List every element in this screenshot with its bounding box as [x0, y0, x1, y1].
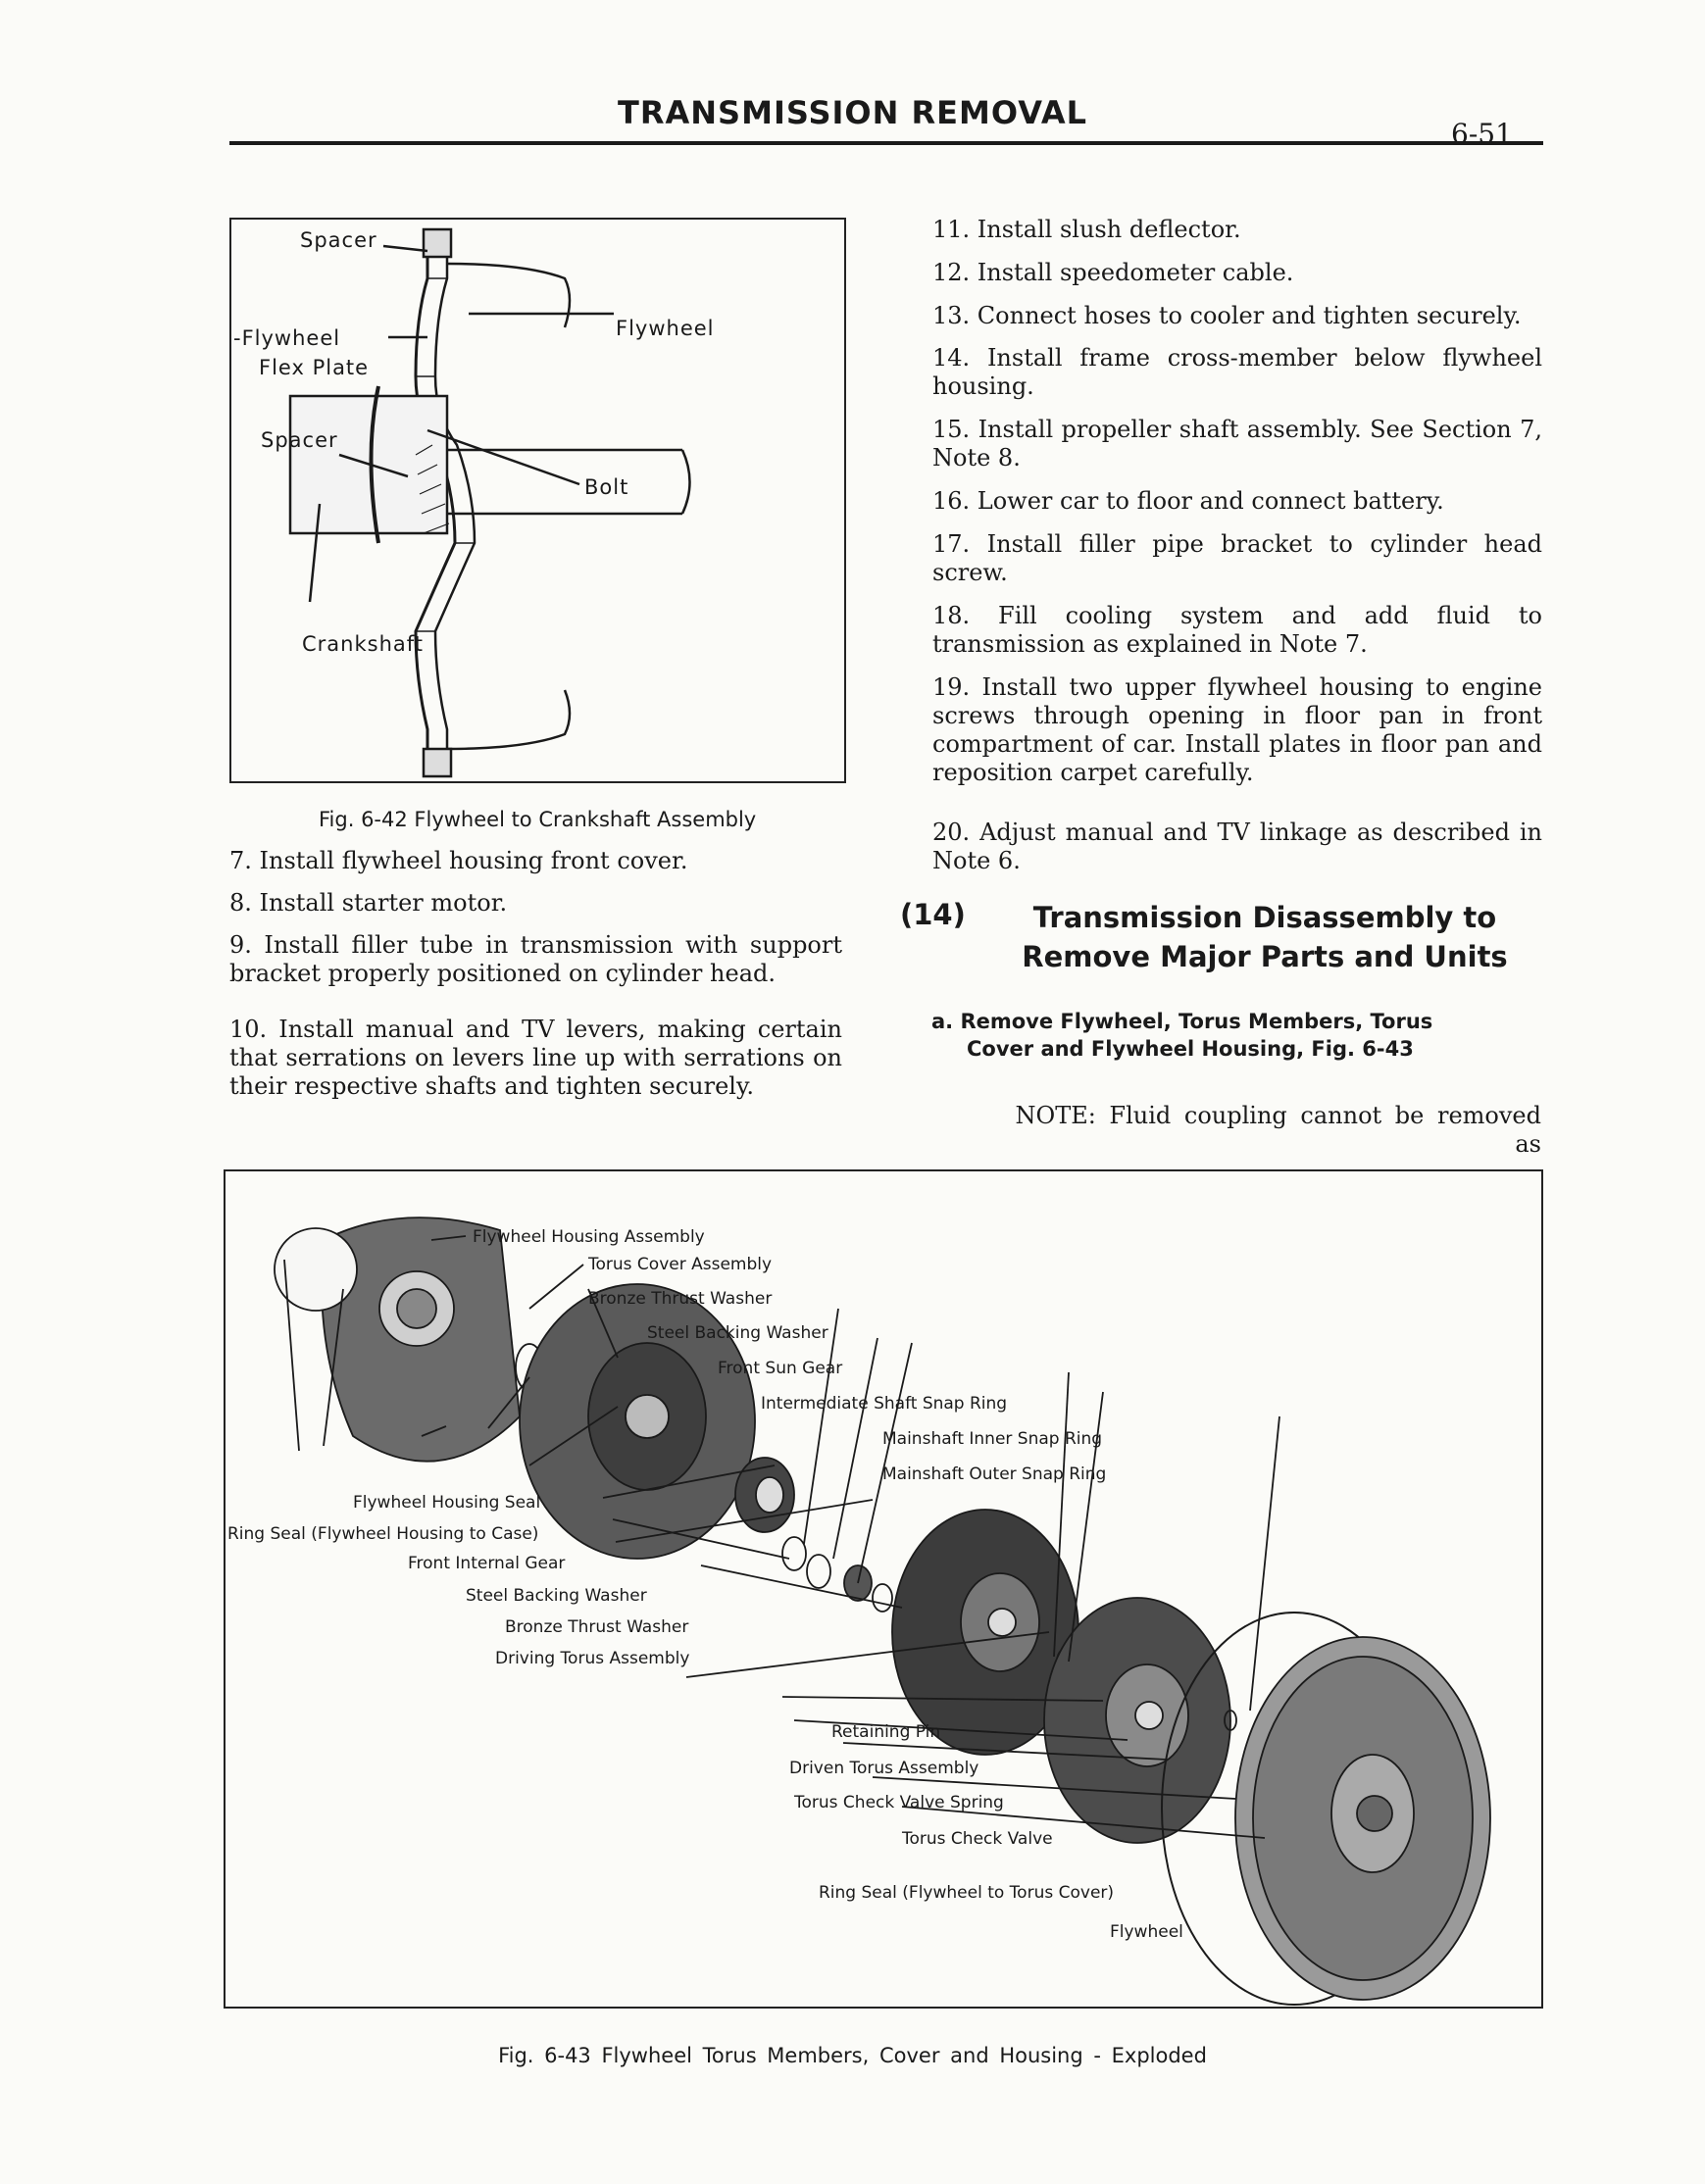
label-steel-backing-washer-top: Steel Backing Washer [647, 1323, 828, 1343]
label-spacer-mid: Spacer [261, 428, 338, 452]
flywheel-crankshaft-diagram: Spacer -Flywheel Flex Plate Flywheel Spa… [233, 227, 715, 778]
left-step-7: 7. Install flywheel housing front cover. [229, 847, 688, 874]
label-mainshaft-outer-snap-ring: Mainshaft Outer Snap Ring [882, 1464, 1106, 1484]
note-text: NOTE: Fluid coupling cannot be removed a… [1015, 1102, 1541, 1158]
subsection-line2: Cover and Flywheel Housing, Fig. 6-43 [967, 1037, 1414, 1061]
label-torus-check-valve-spring: Torus Check Valve Spring [793, 1793, 1004, 1812]
label-driven-torus-assembly: Driven Torus Assembly [789, 1759, 978, 1778]
label-torus-check-valve: Torus Check Valve [901, 1829, 1053, 1849]
section-title: Transmission Disassembly to Remove Major… [990, 898, 1539, 976]
label-flex-plate-2: Flex Plate [259, 356, 369, 379]
label-front-internal-gear: Front Internal Gear [408, 1554, 565, 1573]
section-title-line2: Remove Major Parts and Units [1022, 940, 1508, 973]
section-number: (14) [900, 898, 966, 931]
exploded-view-diagram: Flywheel Housing Assembly Torus Cover As… [227, 1216, 1491, 2006]
right-step-16: 16. Lower car to floor and connect batte… [932, 487, 1444, 515]
right-step-20: 20. Adjust manual and TV linkage as desc… [932, 819, 1542, 874]
label-bolt: Bolt [584, 475, 628, 499]
label-torus-cover-assembly: Torus Cover Assembly [587, 1255, 772, 1274]
figure-6-42-caption: Fig. 6-42 Flywheel to Crankshaft Assembl… [319, 808, 757, 831]
right-step-19: 19. Install two upper flywheel housing t… [932, 673, 1542, 786]
label-spacer-top: Spacer [300, 228, 377, 252]
label-flywheel-housing-assembly: Flywheel Housing Assembly [473, 1227, 705, 1247]
subsection-heading: a. Remove Flywheel, Torus Members, Torus… [931, 1008, 1539, 1063]
label-bronze-thrust-washer-top: Bronze Thrust Washer [588, 1289, 772, 1309]
right-step-11: 11. Install slush deflector. [932, 216, 1241, 243]
right-step-14: 14. Install frame cross-member below fly… [932, 344, 1542, 400]
label-retaining-pin: Retaining Pin [831, 1722, 940, 1742]
right-step-17: 17. Install filler pipe bracket to cylin… [932, 530, 1542, 586]
label-flywheel-housing-seal: Flywheel Housing Seal [353, 1493, 540, 1513]
label-crankshaft: Crankshaft [302, 632, 424, 656]
right-step-12: 12. Install speedometer cable. [932, 259, 1294, 286]
label-ring-seal-flywheel-cover: Ring Seal (Flywheel to Torus Cover) [819, 1883, 1114, 1903]
label-driving-torus-assembly: Driving Torus Assembly [495, 1649, 689, 1668]
left-step-10: 10. Install manual and TV levers, making… [229, 1016, 842, 1100]
page-header-title: TRANSMISSION REMOVAL [618, 94, 1087, 131]
figure-6-42: Spacer -Flywheel Flex Plate Flywheel Spa… [229, 218, 846, 783]
section-title-line1: Transmission Disassembly to [1032, 901, 1497, 934]
label-ring-seal-housing-case: Ring Seal (Flywheel Housing to Case) [227, 1524, 538, 1544]
subsection-line1: a. Remove Flywheel, Torus Members, Torus [931, 1010, 1433, 1033]
right-step-15: 15. Install propeller shaft assembly. Se… [932, 416, 1542, 472]
label-intermediate-shaft-snap-ring: Intermediate Shaft Snap Ring [761, 1394, 1007, 1414]
label-front-sun-gear: Front Sun Gear [718, 1359, 842, 1378]
figure-6-43-caption: Fig. 6-43 Flywheel Torus Members, Cover … [498, 2044, 1207, 2067]
figure-6-43: Flywheel Housing Assembly Torus Cover As… [224, 1169, 1543, 2009]
label-flywheel: Flywheel [1110, 1922, 1183, 1942]
right-step-13: 13. Connect hoses to cooler and tighten … [932, 302, 1522, 329]
label-flex-plate-1: -Flywheel [233, 326, 340, 350]
right-step-18: 18. Fill cooling system and add fluid to… [932, 602, 1542, 658]
header-rule [229, 141, 1543, 145]
left-step-9: 9. Install filler tube in transmission w… [229, 931, 842, 987]
label-mainshaft-inner-snap-ring: Mainshaft Inner Snap Ring [882, 1429, 1102, 1449]
page-number: 6-51 [1451, 118, 1513, 150]
label-bronze-thrust-washer-bottom: Bronze Thrust Washer [505, 1617, 688, 1637]
label-steel-backing-washer-bottom: Steel Backing Washer [466, 1586, 647, 1606]
left-step-8: 8. Install starter motor. [229, 889, 508, 917]
label-flywheel: Flywheel [616, 317, 715, 340]
